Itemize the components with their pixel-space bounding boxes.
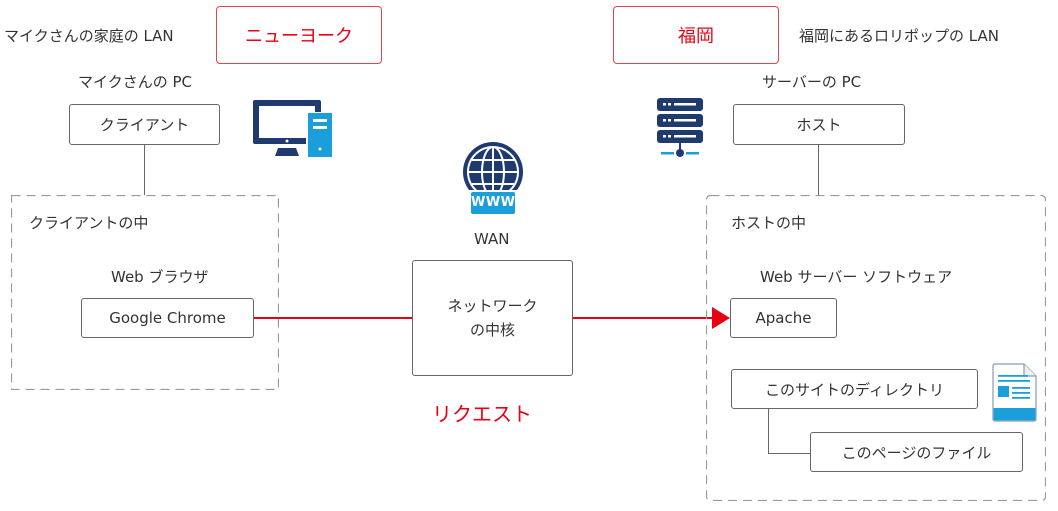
apache-box: Apache — [730, 298, 837, 338]
www-globe-icon: WWW — [461, 140, 525, 218]
document-icon — [990, 363, 1038, 423]
location-text: ニューヨーク — [245, 26, 353, 47]
client-box: クライアント — [69, 104, 220, 145]
desktop-computer-icon — [250, 98, 334, 158]
right-lan-label: 福岡にあるロリポップの LAN — [799, 27, 999, 45]
network-core-box: ネットワーク の中核 — [412, 260, 573, 376]
left-lan-label: マイクさんの家庭の LAN — [4, 27, 174, 45]
location-text: 福岡 — [678, 26, 714, 47]
www-icon-text: WWW — [471, 195, 516, 210]
left-pc-label: マイクさんの PC — [78, 73, 192, 91]
client-inner-container — [11, 195, 279, 390]
directory-tree-line-vertical — [768, 409, 769, 454]
browser-box: Google Chrome — [81, 298, 254, 338]
page-file-label: このページのファイル — [841, 443, 992, 462]
location-badge-new-york: ニューヨーク — [216, 6, 382, 64]
page-file-box: このページのファイル — [810, 432, 1023, 472]
browser-box-label: Google Chrome — [109, 309, 226, 327]
browser-label: Web ブラウザ — [111, 268, 209, 286]
request-arrowhead-icon — [712, 307, 730, 329]
apache-box-label: Apache — [755, 309, 812, 327]
host-box: ホスト — [733, 104, 905, 145]
server-software-label: Web サーバー ソフトウェア — [760, 268, 953, 286]
site-directory-box: このサイトのディレクトリ — [731, 369, 978, 409]
network-core-line2: の中核 — [469, 321, 515, 339]
client-inner-title: クライアントの中 — [29, 214, 149, 232]
right-pc-label: サーバーの PC — [762, 73, 862, 91]
request-line-right — [573, 317, 713, 319]
network-core-line1: ネットワーク — [447, 297, 538, 315]
client-connector-line — [144, 145, 145, 195]
host-connector-line — [818, 145, 819, 195]
host-inner-title: ホストの中 — [731, 214, 807, 232]
location-badge-fukuoka: 福岡 — [613, 6, 779, 64]
client-box-label: クライアント — [99, 116, 190, 134]
directory-tree-line-horizontal — [768, 453, 810, 454]
host-box-label: ホスト — [796, 116, 842, 134]
server-rack-icon — [655, 97, 705, 159]
wan-label: WAN — [474, 230, 510, 248]
request-label: リクエスト — [432, 402, 532, 426]
host-inner-container — [706, 195, 1046, 501]
site-directory-label: このサイトのディレクトリ — [765, 380, 944, 399]
request-line-left — [254, 317, 412, 319]
